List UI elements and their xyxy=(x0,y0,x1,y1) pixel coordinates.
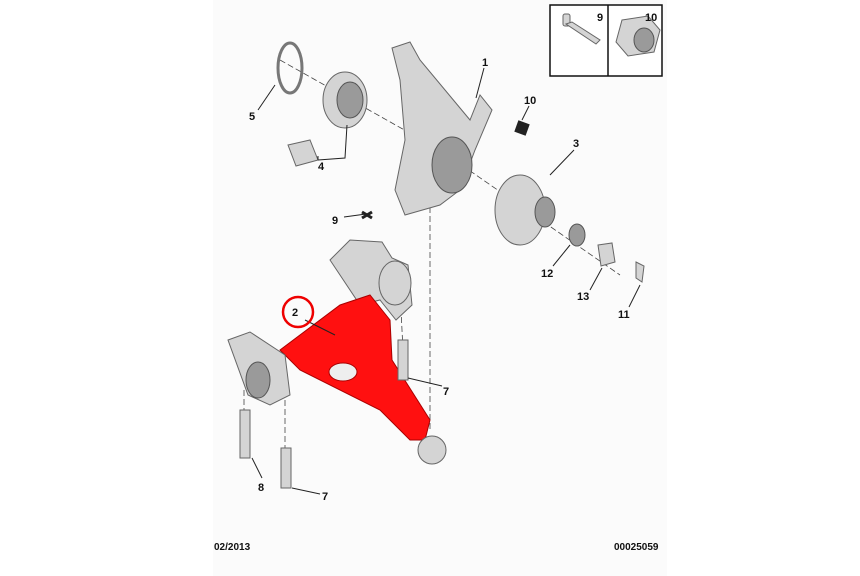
callout-3: 3 xyxy=(573,138,579,150)
hub-part xyxy=(494,174,556,246)
callout-10: 10 xyxy=(524,95,536,107)
inset-label-9: 9 xyxy=(597,12,603,24)
nut-10-part xyxy=(514,120,530,136)
bolt-8-part xyxy=(239,409,251,459)
callout-1: 1 xyxy=(482,57,488,69)
bolt-icon xyxy=(562,13,601,45)
callout-9: 9 xyxy=(332,215,338,227)
bolt-7a-part xyxy=(397,339,409,381)
callout-8: 8 xyxy=(258,482,264,494)
inset-label-10: 10 xyxy=(645,12,657,24)
callout-2: 2 xyxy=(292,307,298,319)
castle-nut-part xyxy=(597,242,616,267)
callout-7b: 7 xyxy=(322,491,328,503)
bolt-9-part xyxy=(361,210,373,220)
nut-icon xyxy=(615,15,661,57)
circlip-part xyxy=(276,41,304,95)
split-pin-part xyxy=(635,261,645,283)
callout-4: 4 xyxy=(318,161,325,173)
footer-date: 02/2013 xyxy=(214,542,251,553)
callout-12: 12 xyxy=(541,268,553,280)
highlight-circle xyxy=(281,295,315,329)
lower-arm-part-highlighted xyxy=(227,239,447,465)
sensor-part xyxy=(287,139,319,167)
callout-11: 11 xyxy=(618,309,630,321)
nut-12-part xyxy=(568,223,586,247)
callout-13: 13 xyxy=(577,291,589,303)
steering-knuckle-part xyxy=(391,41,493,216)
callout-5: 5 xyxy=(249,111,255,123)
bearing-part xyxy=(322,71,368,129)
footer-reference: 00025059 xyxy=(614,542,659,553)
callout-7a: 7 xyxy=(443,386,449,398)
bolt-7b-part xyxy=(280,447,292,489)
inset-box: 9 10 xyxy=(549,4,663,77)
